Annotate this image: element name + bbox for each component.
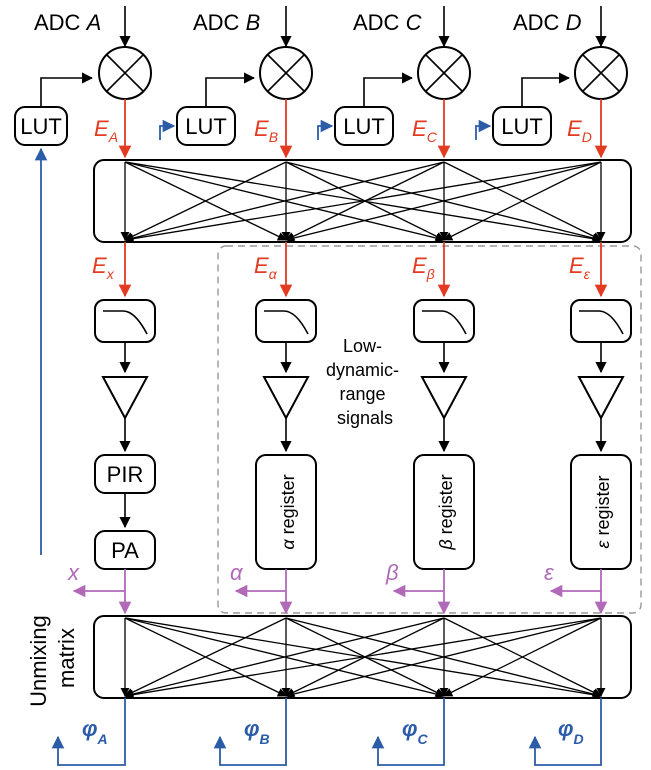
e-epsilon-label: Eε	[569, 253, 591, 282]
x-signal-label: x	[67, 560, 80, 585]
lut-blocks: LUT LUT LUT LUT	[14, 72, 571, 555]
amp-output-wires	[119, 418, 607, 453]
lut-label-b: LUT	[185, 114, 227, 139]
multipliers	[98, 46, 628, 100]
unmixing-link-3-2	[443, 617, 602, 697]
amplifier-alpha-icon	[262, 376, 310, 421]
amplifiers	[101, 376, 625, 421]
pir-pa-chain: PIR PA	[94, 454, 156, 570]
multiplier-d-icon	[574, 46, 628, 100]
adc-label-b: ADC B	[193, 10, 260, 35]
mixing-link-2-0	[124, 161, 445, 243]
adc-label-a: ADC A	[34, 10, 101, 35]
phi-d-feedback	[528, 698, 602, 766]
amplifier-epsilon-icon	[577, 376, 625, 421]
lut-b-to-multiplier	[205, 72, 256, 107]
filters	[94, 299, 632, 343]
lut-c-feedback-arrow	[317, 119, 334, 140]
mixing-matrix-connections	[120, 161, 606, 244]
alpha-register-label: α register	[278, 474, 298, 549]
unmixing-link-3-0	[124, 617, 602, 700]
lowpass-filter-beta-icon	[413, 299, 475, 343]
unmixing-link-3-1	[285, 617, 602, 699]
phi-b-label: φB	[244, 716, 270, 747]
lut-d-feedback-arrow	[475, 119, 492, 140]
pa-label: PA	[111, 538, 139, 563]
unmixing-matrix: Unmixing matrix	[26, 609, 632, 707]
phi-c-label: φC	[402, 716, 428, 747]
unmixing-link-2-0	[124, 617, 445, 699]
beta-signal-label: β	[385, 560, 399, 585]
epsilon-signal-label: ε	[544, 560, 554, 585]
multiplier-b-icon	[259, 46, 313, 100]
beta-register-label: β register	[436, 474, 456, 550]
amplifier-x-icon	[101, 376, 149, 421]
lut-d-to-multiplier	[521, 72, 571, 107]
multiplier-c-icon	[417, 46, 471, 100]
lut-label-a: LUT	[20, 114, 62, 139]
adc-label-c: ADC C	[353, 10, 422, 35]
mixing-link-3-1	[285, 161, 602, 243]
alpha-signal-label: α	[230, 560, 244, 585]
amplifier-beta-icon	[420, 376, 468, 421]
registers: α register β register ε register	[255, 454, 632, 570]
lowpass-filter-alpha-icon	[255, 299, 317, 343]
adc-label-d: ADC D	[513, 10, 582, 35]
e-a-label: EA	[94, 116, 118, 145]
e-input-signals: EA EB EC ED	[94, 99, 608, 159]
phi-a-feedback	[51, 698, 126, 766]
unmixing-link-1-0	[124, 617, 287, 697]
phi-c-feedback	[371, 698, 445, 766]
pir-label: PIR	[107, 462, 144, 487]
mixing-link-3-0	[124, 161, 602, 244]
lowpass-filter-x-icon	[94, 299, 156, 343]
e-x-label: Ex	[92, 253, 115, 282]
low-dynamic-region	[217, 245, 642, 614]
purple-signals: x α β ε	[67, 560, 608, 615]
phi-b-feedback	[213, 698, 287, 766]
e-b-label: EB	[254, 116, 278, 145]
lut-c-to-multiplier	[363, 72, 414, 107]
e-beta-label: Eβ	[412, 253, 435, 282]
e-alpha-label: Eα	[254, 253, 278, 282]
unmixing-matrix-label: Unmixing matrix	[26, 609, 79, 707]
mixing-matrix	[93, 159, 632, 244]
lut-a-to-multiplier	[40, 72, 94, 107]
multiplier-a-icon	[98, 46, 152, 100]
lowpass-filter-epsilon-icon	[570, 299, 632, 343]
filter-to-amp-wires	[119, 342, 607, 374]
phi-a-label: φA	[82, 716, 108, 747]
epsilon-register-label: ε register	[593, 476, 613, 549]
lut-label-c: LUT	[343, 114, 385, 139]
lut-b-feedback-arrow	[159, 119, 176, 140]
e-d-label: ED	[567, 116, 592, 145]
phi-outputs: φA φB φC φD	[51, 698, 602, 766]
adc-inputs: ADC A ADC B ADC C ADC D	[34, 6, 607, 48]
e-output-signals: Ex Eα Eβ Eε	[92, 242, 608, 298]
low-dynamic-range-label: Low- dynamic- range signals	[326, 336, 404, 428]
e-c-label: EC	[412, 116, 438, 145]
unmixing-matrix-connections	[120, 617, 606, 700]
lut-label-d: LUT	[501, 114, 543, 139]
mixing-link-3-2	[443, 161, 602, 241]
mixing-link-1-0	[124, 161, 287, 241]
phi-d-label: φD	[558, 716, 584, 747]
